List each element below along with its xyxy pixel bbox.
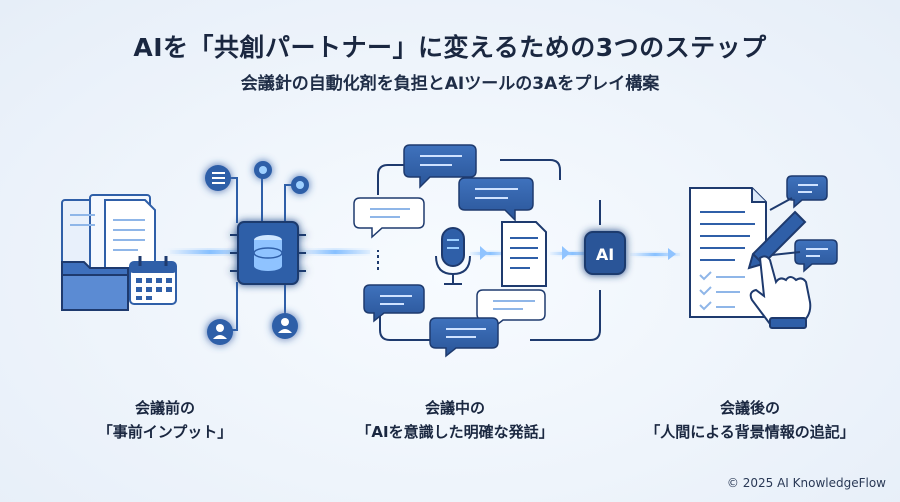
- hand-pointer-icon: [749, 255, 812, 329]
- microphone-icon: [435, 227, 471, 285]
- database-icon: [253, 235, 283, 271]
- list-icon: [205, 165, 231, 191]
- calendar-icon: [129, 256, 177, 305]
- step-label-during: 会議中の 「AIを意識した明確な発話」: [356, 399, 554, 441]
- copyright-text: © 2025 AI KnowledgeFlow: [726, 476, 886, 490]
- folder-icon: [61, 261, 129, 311]
- ai-badge-icon: AI: [584, 231, 626, 275]
- node-icon: [254, 161, 309, 194]
- loop-connector: [377, 159, 601, 341]
- flow-beam: [170, 250, 680, 256]
- page-title: AIを「共創パートナー」に変えるための3つのステップ: [133, 33, 767, 62]
- chevron-right-icon: [480, 246, 676, 260]
- user-icon: [207, 313, 298, 345]
- svg-text:AI: AI: [596, 245, 614, 264]
- page-subtitle: 会議針の自動化剤を負担とAIツールの3Aをプレイ構案: [240, 74, 660, 94]
- step-label-before: 会議前の 「事前インプット」: [97, 399, 233, 441]
- chat-bubble-icon: [353, 144, 546, 358]
- transcript-document-icon: [501, 221, 547, 287]
- step-label-after: 会議後の 「人間による背景情報の追記」: [645, 399, 855, 441]
- comment-icon: [769, 175, 838, 273]
- checklist-document-icon: [689, 187, 767, 318]
- document-icon: [61, 194, 156, 281]
